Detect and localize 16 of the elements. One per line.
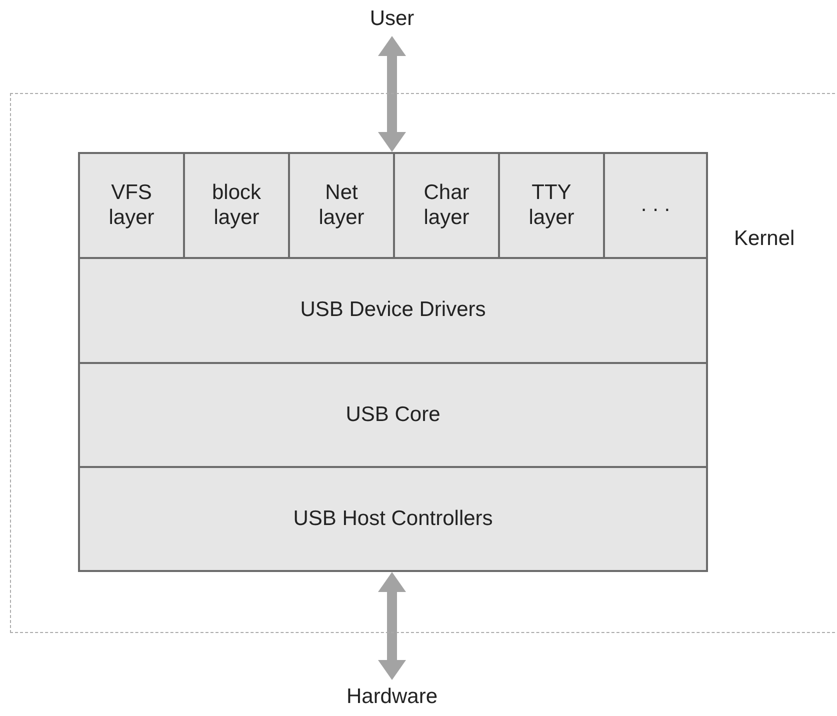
region-label: Kernel xyxy=(734,227,795,251)
text-label: Hardware xyxy=(332,680,452,714)
layer-stack xyxy=(78,152,708,572)
double-arrow xyxy=(378,36,406,152)
layer-box: . . . xyxy=(604,153,707,258)
layer-box: Net layer xyxy=(289,153,394,258)
layer-box: Char layer xyxy=(394,153,499,258)
layer-box: TTY layer xyxy=(499,153,604,258)
layer-box: VFS layer xyxy=(79,153,184,258)
kernel-region xyxy=(10,93,837,633)
text-label: User xyxy=(342,2,442,36)
layer-box: USB Host Controllers xyxy=(79,467,707,571)
double-arrow xyxy=(378,572,406,680)
layer-box: USB Core xyxy=(79,363,707,467)
layer-box: block layer xyxy=(184,153,289,258)
layer-box: USB Device Drivers xyxy=(79,258,707,363)
